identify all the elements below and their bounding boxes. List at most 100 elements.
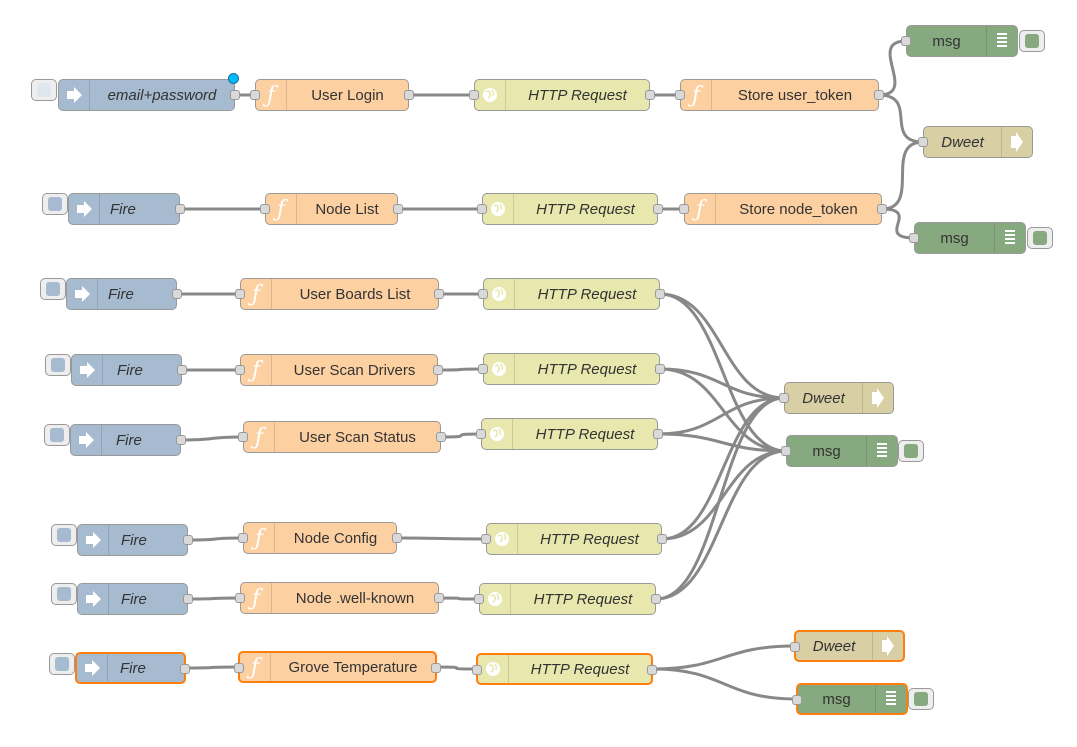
input-port[interactable] [481,534,491,544]
function-node-user-scan-drivers[interactable]: ƒ User Scan Drivers [235,354,443,386]
debug-toggle-button[interactable] [1027,227,1053,249]
inject-node-fire[interactable]: Fire [66,278,182,310]
dweet-node-selected[interactable]: Dweet [790,630,905,662]
function-node-store-node-token[interactable]: ƒ Store node_token [679,193,887,225]
function-node-store-user-token[interactable]: ƒ Store user_token [675,79,884,111]
wire[interactable] [180,435,244,442]
inject-node-fire[interactable]: Fire [70,424,186,456]
inject-node-fire[interactable]: Fire [77,583,193,615]
inject-node-fire[interactable]: Fire [71,354,187,386]
inject-button[interactable] [51,583,77,605]
http-request-node[interactable]: HTTP Request [477,193,663,225]
output-port[interactable] [180,664,190,674]
wire[interactable] [438,596,480,601]
wire[interactable] [878,39,907,97]
input-port[interactable] [238,533,248,543]
debug-node-selected[interactable]: msg [792,683,908,715]
inject-button[interactable] [45,354,71,376]
input-port[interactable] [781,446,791,456]
function-node-node-config[interactable]: ƒ Node Config [238,522,402,554]
input-port[interactable] [260,204,270,214]
output-port[interactable] [176,435,186,445]
wire[interactable] [437,367,484,372]
output-port[interactable] [230,90,240,100]
wire[interactable] [659,367,787,453]
output-port[interactable] [434,289,444,299]
output-port[interactable] [653,429,663,439]
wire[interactable] [655,449,787,601]
debug-node[interactable]: msg [909,222,1026,254]
wire[interactable] [436,665,477,671]
output-port[interactable] [653,204,663,214]
output-port[interactable] [431,663,441,673]
input-port[interactable] [238,432,248,442]
function-node-node-list[interactable]: ƒ Node List [260,193,403,225]
http-request-node[interactable]: HTTP Request [476,418,663,450]
function-node-user-scan-status[interactable]: ƒ User Scan Status [238,421,446,453]
output-port[interactable] [183,594,193,604]
http-request-node[interactable]: HTTP Request [478,278,665,310]
wire[interactable] [396,536,487,541]
output-port[interactable] [404,90,414,100]
output-port[interactable] [177,365,187,375]
output-port[interactable] [655,289,665,299]
output-port[interactable] [183,535,193,545]
debug-toggle-button[interactable] [1019,30,1045,52]
output-port[interactable] [433,365,443,375]
http-request-node[interactable]: HTTP Request [474,583,661,615]
wire[interactable] [187,596,241,601]
input-port[interactable] [792,695,802,705]
output-port[interactable] [393,204,403,214]
input-port[interactable] [235,365,245,375]
input-port[interactable] [901,36,911,46]
debug-toggle-button[interactable] [908,688,934,710]
wire[interactable] [659,367,785,400]
inject-node-fire[interactable]: Fire [68,193,185,225]
input-port[interactable] [779,393,789,403]
input-port[interactable] [918,137,928,147]
output-port[interactable] [434,593,444,603]
wire[interactable] [652,667,797,701]
inject-button[interactable] [42,193,68,215]
input-port[interactable] [235,289,245,299]
input-port[interactable] [477,204,487,214]
wire[interactable] [655,396,785,601]
wire[interactable] [657,396,785,436]
input-port[interactable] [679,204,689,214]
output-port[interactable] [647,665,657,675]
dweet-node[interactable]: Dweet [779,382,894,414]
output-port[interactable] [874,90,884,100]
output-port[interactable] [657,534,667,544]
output-port[interactable] [172,289,182,299]
input-port[interactable] [478,364,488,374]
inject-button[interactable] [49,653,75,675]
input-port[interactable] [472,665,482,675]
debug-node[interactable]: msg [781,435,898,467]
wire[interactable] [187,536,244,542]
inject-button[interactable] [44,424,70,446]
wire[interactable] [652,644,795,671]
http-request-node[interactable]: HTTP Request [469,79,655,111]
input-port[interactable] [675,90,685,100]
input-port[interactable] [476,429,486,439]
wire[interactable] [185,665,239,670]
wire[interactable] [659,292,785,400]
inject-button[interactable] [31,79,57,101]
input-port[interactable] [250,90,260,100]
output-port[interactable] [436,432,446,442]
inject-button[interactable] [51,524,77,546]
output-port[interactable] [651,594,661,604]
input-port[interactable] [469,90,479,100]
input-port[interactable] [790,642,800,652]
wire[interactable] [661,449,787,541]
debug-node[interactable]: msg [901,25,1018,57]
dweet-node[interactable]: Dweet [918,126,1033,158]
http-request-node[interactable]: HTTP Request [478,353,665,385]
input-port[interactable] [478,289,488,299]
output-port[interactable] [392,533,402,543]
http-request-node-selected[interactable]: HTTP Request [472,653,657,685]
input-port[interactable] [909,233,919,243]
function-node-user-boards-list[interactable]: ƒ User Boards List [235,278,444,310]
input-port[interactable] [235,593,245,603]
wire[interactable] [440,432,482,439]
